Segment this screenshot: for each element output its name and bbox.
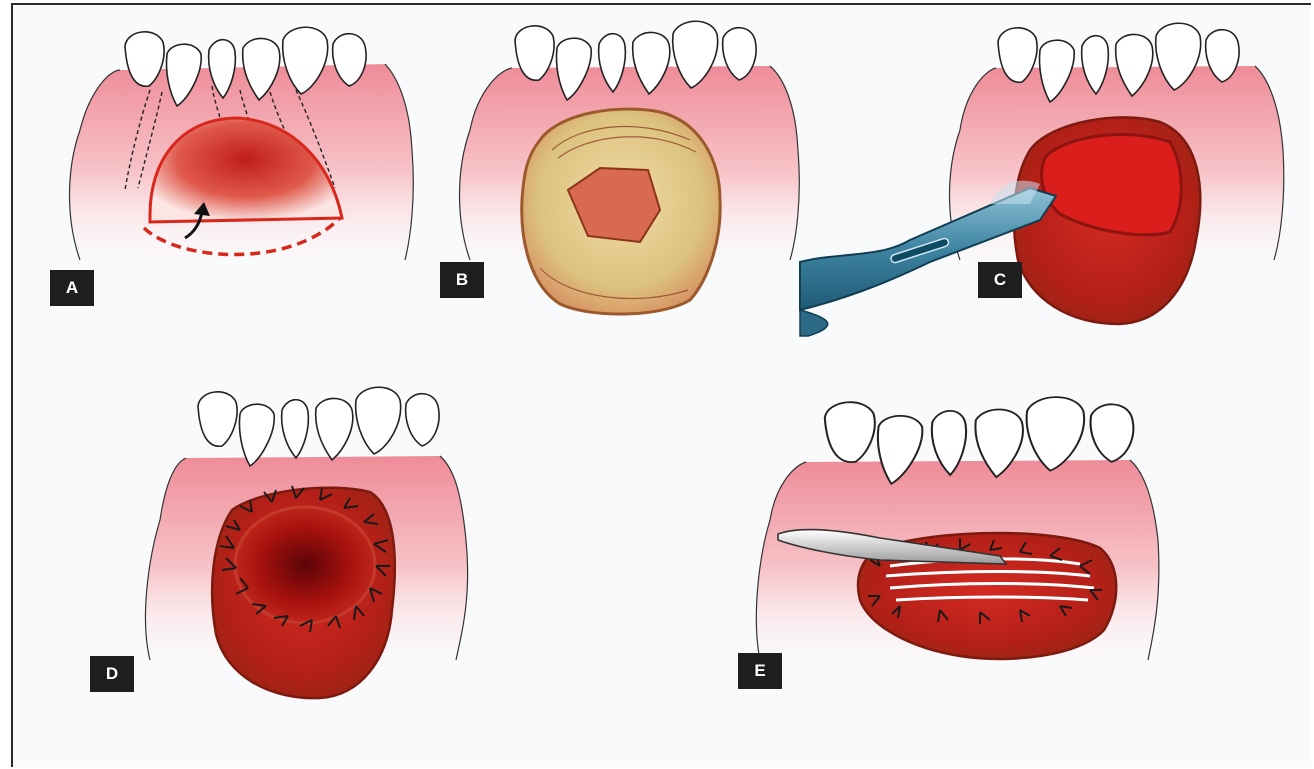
panel-label-a: A bbox=[50, 270, 94, 306]
panel-c-illustration bbox=[800, 23, 1284, 336]
panel-d-illustration bbox=[145, 387, 467, 698]
panel-e-illustration bbox=[756, 397, 1159, 660]
panel-b-illustration bbox=[460, 21, 800, 314]
panel-label-d: D bbox=[90, 656, 134, 692]
panel-label-c: C bbox=[978, 262, 1022, 298]
panel-label-e: E bbox=[738, 653, 782, 689]
panel-label-b: B bbox=[440, 262, 484, 298]
recipient-hole-d bbox=[235, 507, 375, 623]
teeth-d bbox=[198, 387, 439, 466]
panel-a-illustration bbox=[70, 27, 414, 260]
